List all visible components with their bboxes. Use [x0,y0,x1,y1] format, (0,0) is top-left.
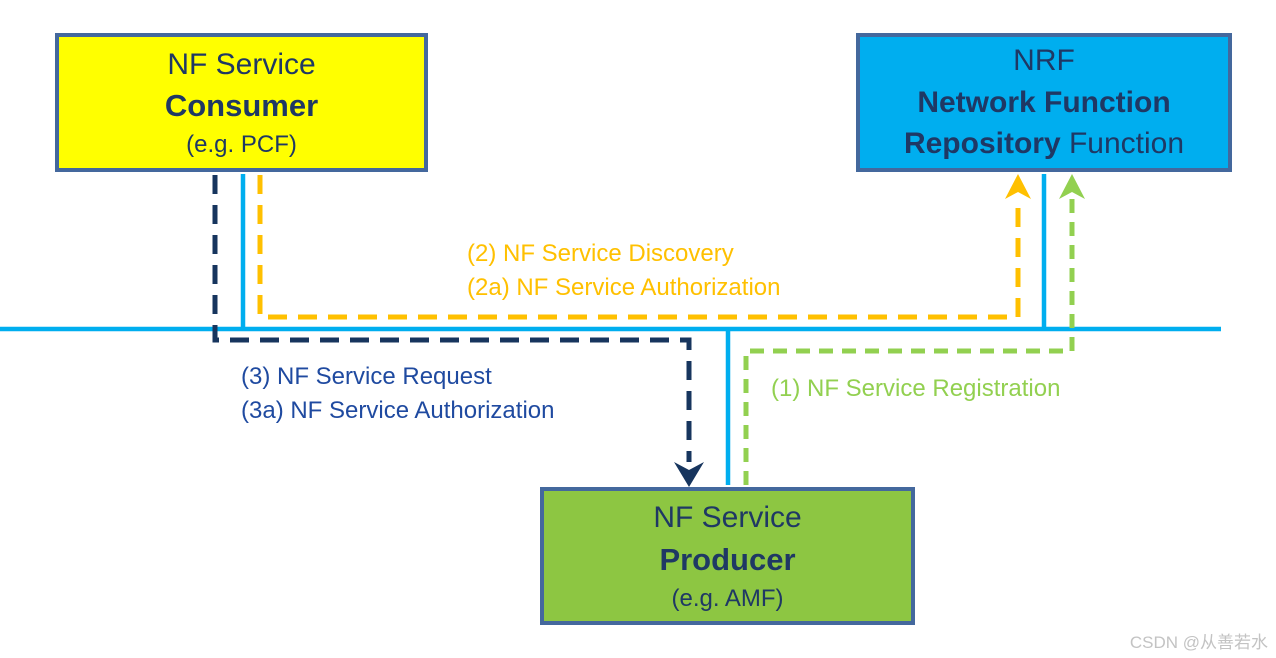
producer-role: Producer [659,541,796,577]
nf-service-consumer-box: NF Service Consumer (e.g. PCF) [55,33,428,172]
discovery-label-line2: (2a) NF Service Authorization [467,274,781,301]
discovery-flow-line [257,175,1021,320]
nrf-name-line: Network Function [917,85,1171,119]
consumer-role: Consumer [164,88,319,124]
request-label-line1: (3) NF Service Request [241,363,492,390]
registration-flow-line [743,198,1075,485]
discovery-label: (2) NF Service Discovery (2a) NF Service… [467,237,780,305]
registration-label-line1: (1) NF Service Registration [771,375,1061,402]
nrf-function-word: Function [1060,127,1185,161]
producer-title: NF Service [653,501,802,535]
request-label-line2: (3a) NF Service Authorization [241,397,555,424]
request-arrowhead-icon [674,462,704,487]
consumer-example: (e.g. PCF) [186,131,297,159]
nrf-repository-line: Repository Function [904,123,1184,164]
nf-service-producer-box: NF Service Producer (e.g. AMF) [540,487,915,625]
discovery-arrowhead-icon [1005,174,1031,199]
discovery-label-line1: (2) NF Service Discovery [467,240,734,267]
nrf-box: NRF Network Function Repository Function [856,33,1232,172]
registration-label: (1) NF Service Registration [771,372,1060,406]
request-flow-line [212,175,692,462]
producer-example: (e.g. AMF) [671,584,784,612]
nrf-repository-word: Repository [903,127,1061,161]
registration-arrowhead-icon [1059,174,1085,199]
consumer-title: NF Service [167,47,316,81]
request-label: (3) NF Service Request (3a) NF Service A… [241,360,554,428]
nrf-acronym: NRF [1013,44,1075,78]
csdn-watermark: CSDN @从善若水 [1129,633,1268,652]
